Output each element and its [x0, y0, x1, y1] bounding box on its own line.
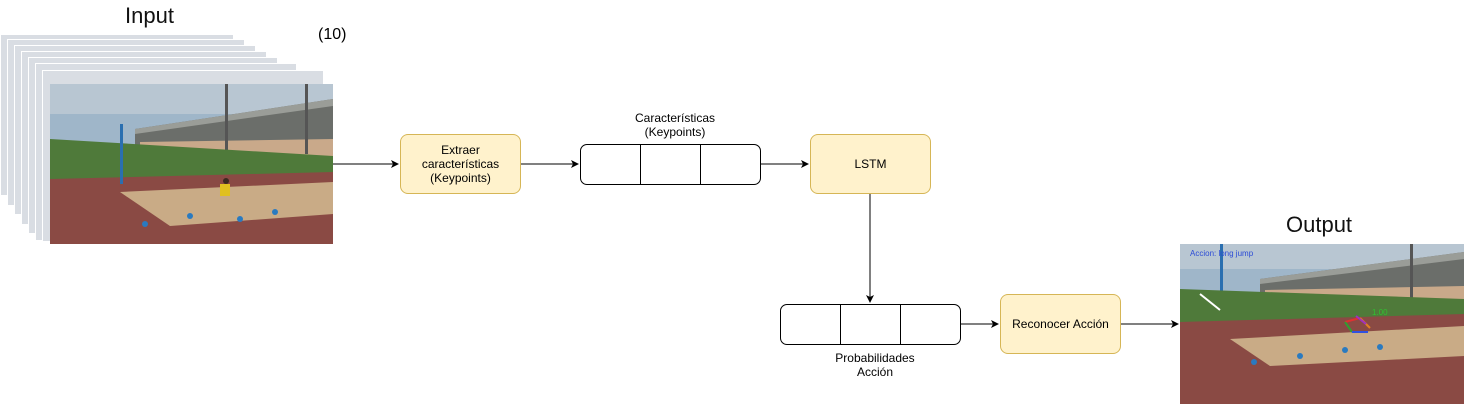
- probabilities-array-cell: [841, 305, 901, 344]
- input-frame-image: [50, 84, 333, 244]
- features-array-cell: [641, 145, 701, 184]
- probabilities-label: Probabilidades Acción: [835, 351, 915, 379]
- output-frame-image: Accion: long jump 1.00: [1180, 244, 1464, 404]
- input-frame-count: (10): [318, 26, 347, 43]
- probabilities-array-cell: [781, 305, 841, 344]
- features-label: Características (Keypoints): [634, 111, 716, 139]
- output-action-overlay: Accion: long jump: [1190, 249, 1254, 258]
- recognize-action-node: Reconocer Acción: [1000, 294, 1121, 354]
- extract-features-node: Extraer características (Keypoints): [400, 134, 521, 194]
- output-score-overlay: 1.00: [1372, 308, 1388, 317]
- features-array: [580, 144, 761, 185]
- probabilities-array: [780, 304, 961, 345]
- features-array-cell: [581, 145, 641, 184]
- lstm-node: LSTM: [810, 134, 931, 194]
- input-title: Input: [125, 3, 174, 28]
- output-title: Output: [1286, 212, 1353, 237]
